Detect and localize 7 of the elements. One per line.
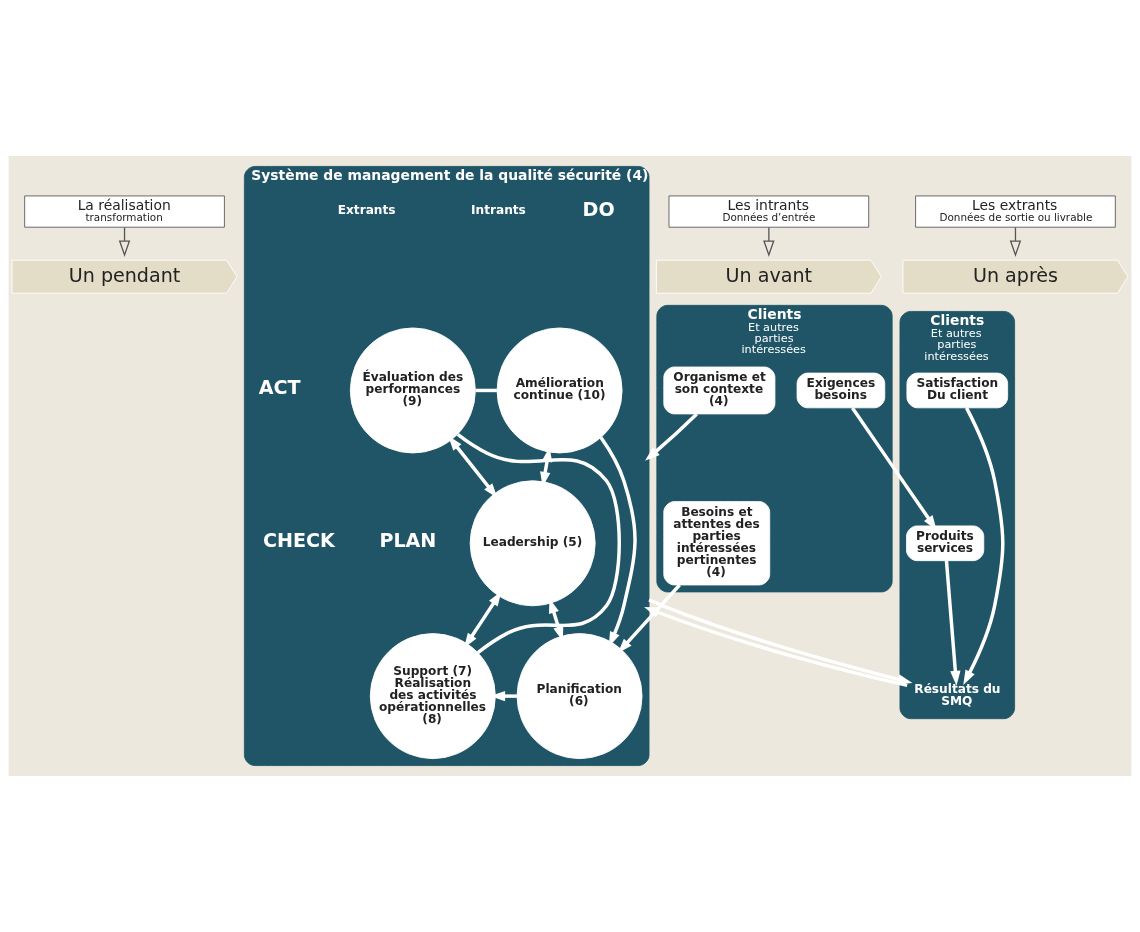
label: ACT <box>258 376 301 400</box>
label: CHECK <box>263 529 335 553</box>
label: DO <box>582 197 615 221</box>
node-text: Résultats du SMQ <box>914 681 1001 708</box>
label: Extrants <box>337 202 396 217</box>
label: Intrants <box>471 202 526 217</box>
label: PLAN <box>379 529 437 553</box>
